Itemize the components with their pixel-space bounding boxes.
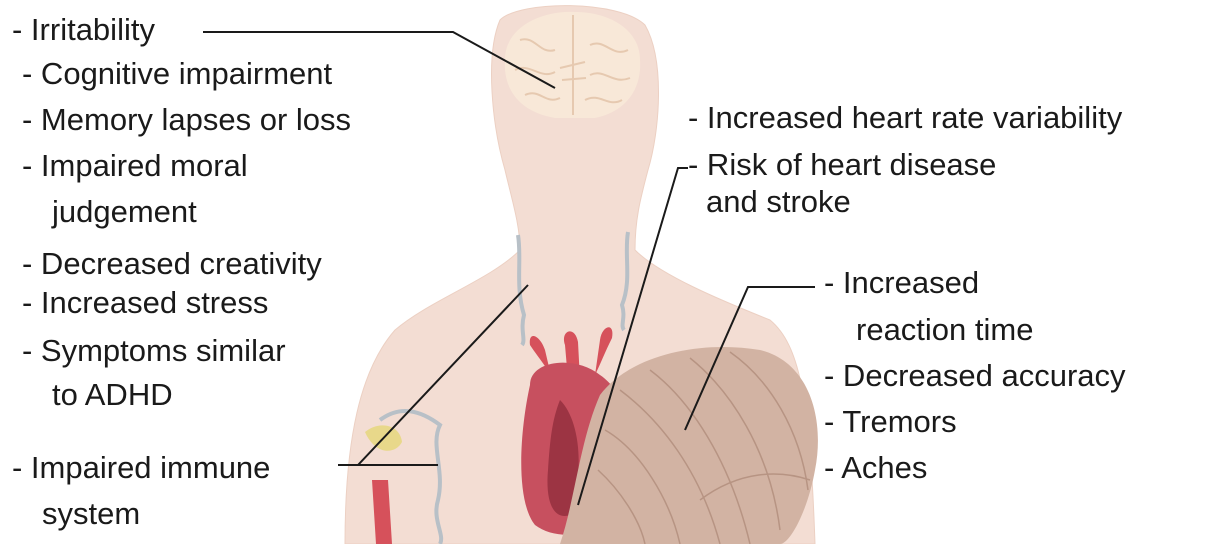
- label-reaction-time: reaction time: [856, 312, 1033, 348]
- label-symptoms-similar: - Symptoms similar: [22, 333, 286, 369]
- label-decreased-accuracy: - Decreased accuracy: [824, 358, 1126, 394]
- label-memory-lapses: - Memory lapses or loss: [22, 102, 351, 138]
- label-judgement: judgement: [52, 194, 197, 230]
- label-impaired-moral: - Impaired moral: [22, 148, 248, 184]
- label-heart-rate-variability: - Increased heart rate variability: [688, 100, 1122, 136]
- label-system: system: [42, 496, 140, 532]
- label-risk-heart-disease: - Risk of heart disease: [688, 147, 996, 183]
- label-aches: - Aches: [824, 450, 927, 486]
- brain: [505, 12, 640, 118]
- label-cognitive-impairment: - Cognitive impairment: [22, 56, 332, 92]
- label-decreased-creativity: - Decreased creativity: [22, 246, 322, 282]
- label-impaired-immune: - Impaired immune: [12, 450, 270, 486]
- label-increased: - Increased: [824, 265, 979, 301]
- label-and-stroke: and stroke: [706, 184, 851, 220]
- label-tremors: - Tremors: [824, 404, 957, 440]
- label-irritability: - Irritability: [12, 12, 155, 48]
- label-increased-stress: - Increased stress: [22, 285, 268, 321]
- label-to-adhd: to ADHD: [52, 377, 173, 413]
